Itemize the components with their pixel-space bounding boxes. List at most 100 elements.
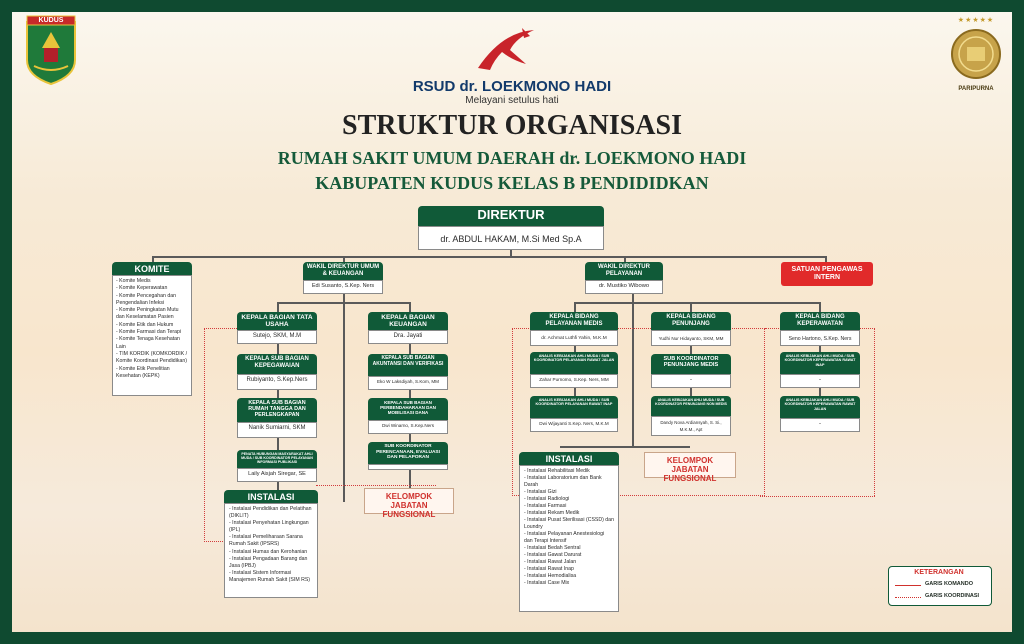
wadir-pelayanan-name: dr. Mustiko Wibowo: [585, 280, 663, 294]
humas-name: Laily Aisjah Siregar, SE: [237, 468, 317, 482]
kep-jalan-box[interactable]: ANALIS KEBIJAKAN AHLI MUDA / SUB KOORDIN…: [780, 396, 860, 432]
list-item: - Instalasi Bedah Sentral: [524, 545, 581, 551]
direktur-box[interactable]: DIREKTUR dr. ABDUL HAKAM, M.Si Med Sp.A: [418, 206, 604, 250]
spi-box[interactable]: SATUAN PENGAWAS INTERN: [781, 262, 873, 286]
list-item: - Instalasi Rekam Medik: [524, 510, 580, 516]
akuntansi-box[interactable]: KEPALA SUB BAGIAN AKUNTANSI DAN VERIFIKA…: [368, 354, 448, 390]
perbendaharaan-title: KEPALA SUB BAGIAN PERBENDAHARAAN DAN MOB…: [368, 398, 448, 420]
list-item: - Instalasi Sistem Informasi Manajemen R…: [229, 569, 311, 583]
penunjang-non-medis-box[interactable]: ANALIS KEBIJAKAN AHLI MUDA / SUB KOORDIN…: [651, 396, 731, 436]
list-item: - Komite Tenaga Kesehatan Lain: [116, 336, 180, 350]
wadir-umum-name: Edi Susanto, S.Kep. Ners: [303, 280, 383, 294]
list-item: - Instalasi Pelayanan Anestesiologi dan …: [524, 531, 605, 544]
bid-medis-name: dr. Achmat Luthfi Yahin, M.K.M: [530, 330, 618, 346]
tata-usaha-title: KEPALA BAGIAN TATA USAHA: [237, 312, 317, 330]
tata-usaha-name: Sutejo, SKM, M.M: [237, 330, 317, 344]
komite-title: KOMITE: [112, 262, 192, 275]
instalasi-pelayanan-title: INSTALASI: [519, 452, 619, 465]
analis-jalan-box[interactable]: ANALIS KEBIJAKAN AHLI MUDA / SUB KOORDIN…: [530, 352, 618, 388]
kep-inap-box[interactable]: ANALIS KEBIJAKAN AHLI MUDA / SUB KOORDIN…: [780, 352, 860, 388]
list-item: - Komite Pencegahan dan Pengendalian Inf…: [116, 292, 176, 306]
akuntansi-title: KEPALA SUB BAGIAN AKUNTANSI DAN VERIFIKA…: [368, 354, 448, 376]
wadir-pelayanan-box[interactable]: WAKIL DIREKTUR PELAYANAN dr. Mustiko Wib…: [585, 262, 663, 294]
wadir-umum-box[interactable]: WAKIL DIREKTUR UMUM & KEUANGAN Edi Susan…: [303, 262, 383, 294]
kudus-shield-icon: [26, 15, 76, 86]
command-line: [277, 302, 279, 312]
penunjang-non-medis-name: Dandy Nova Ardiansyah, S. Si., M.K.M., A…: [651, 416, 731, 436]
legend-title: KETERANGAN: [914, 569, 964, 576]
command-line: [152, 256, 826, 258]
analis-inap-name: Dwi Wijayanti S.Kep. Ners, M.K.M: [530, 418, 618, 432]
komite-list: - Komite Medis- Komite Keperawatan- Komi…: [112, 275, 192, 396]
kep-jalan-name: -: [780, 418, 860, 432]
list-item: - Instalasi Gizi: [524, 489, 557, 495]
penunjang-non-medis-title: ANALIS KEBIJAKAN AHLI MUDA / SUB KOORDIN…: [651, 396, 731, 416]
list-item: - Instalasi Rehabilitasi Medik: [524, 468, 590, 474]
list-item: - Komite Peningkatan Mutu dan Keselamata…: [116, 307, 179, 321]
humas-title: PENATA HUBUNGAN MASYARAKAT AHLI MUDA / S…: [237, 450, 317, 468]
bid-keperawatan-box[interactable]: KEPALA BIDANG KEPERAWATAN Seno Hartono, …: [780, 312, 860, 346]
analis-jalan-name: Zahar Purnomo, S.Kep. Ners, MM: [530, 374, 618, 388]
analis-inap-box[interactable]: ANALIS KEBIJAKAN AHLI MUDA / SUB KOORDIN…: [530, 396, 618, 432]
tata-usaha-box[interactable]: KEPALA BAGIAN TATA USAHA Sutejo, SKM, M.…: [237, 312, 317, 344]
command-line: [825, 256, 827, 264]
list-item: - Instalasi Penyehatan Lingkungan (IPL): [229, 520, 309, 534]
direktur-title: DIREKTUR: [418, 206, 604, 226]
command-line: [510, 250, 512, 258]
list-item: - Instalasi Hemodialisa: [524, 573, 577, 579]
legend-komando-line: [895, 585, 921, 586]
humas-box[interactable]: PENATA HUBUNGAN MASYARAKAT AHLI MUDA / S…: [237, 450, 317, 482]
list-item: - Instalasi Pengadaan Barang dan Jasa (I…: [229, 555, 308, 569]
legend-komando-label: GARIS KOMANDO: [925, 581, 973, 587]
command-line: [690, 302, 692, 312]
list-item: - Instalasi Pusat Sterilisasi (CSSD) dan…: [524, 517, 614, 530]
analis-inap-title: ANALIS KEBIJAKAN AHLI MUDA / SUB KOORDIN…: [530, 396, 618, 418]
wadir-pelayanan-title: WAKIL DIREKTUR PELAYANAN: [585, 262, 663, 280]
page-subtitle-1: RUMAH SAKIT UMUM DAERAH dr. LOEKMONO HAD…: [277, 148, 747, 168]
perbendaharaan-box[interactable]: KEPALA SUB BAGIAN PERBENDAHARAAN DAN MOB…: [368, 398, 448, 434]
fungsional-umum-box[interactable]: KELOMPOK JABATAN FUNGSIONAL: [364, 488, 454, 519]
page-subtitle-2: KABUPATEN KUDUS KELAS B PENDIDIDKAN: [315, 173, 709, 193]
akuntansi-name: Eko W Laksdiyah, S.Kom, MM: [368, 376, 448, 390]
penunjang-medis-box[interactable]: SUB KOORDINATOR PENUNJANG MEDIS -: [651, 354, 731, 388]
fungsional-pelayanan-box[interactable]: KELOMPOK JABATAN FUNGSIONAL: [644, 452, 736, 483]
page-title: STRUKTUR ORGANISASI: [342, 110, 682, 141]
hospital-tagline: Melayani setulus hati: [465, 95, 559, 106]
komite-box[interactable]: KOMITE - Komite Medis- Komite Keperawata…: [112, 262, 192, 396]
list-item: - Instalasi Pemeliharaan Sarana Rumah Sa…: [229, 534, 303, 548]
instalasi-umum-title: INSTALASI: [224, 490, 318, 503]
command-line: [624, 256, 626, 264]
kepegawaian-box[interactable]: KEPALA SUB BAGIAN KEPEGAWAIAN Rubiyanto,…: [237, 354, 317, 390]
perencanaan-box[interactable]: SUB KOORDINATOR PERENCANAAN, EVALUASI DA…: [368, 442, 448, 470]
bid-keperawatan-title: KEPALA BIDANG KEPERAWATAN: [780, 312, 860, 330]
bid-penunjang-title: KEPALA BIDANG PENUNJANG: [651, 312, 731, 330]
rumah-tangga-box[interactable]: KEPALA SUB BAGIAN RUMAH TANGGA DAN PERLE…: [237, 398, 317, 438]
instalasi-pelayanan-box[interactable]: INSTALASI - Instalasi Rehabilitasi Medik…: [519, 452, 619, 612]
analis-jalan-title: ANALIS KEBIJAKAN AHLI MUDA / SUB KOORDIN…: [530, 352, 618, 374]
kudus-logo-text: KUDUS: [38, 17, 64, 24]
list-item: - Instalasi Case Mix: [524, 580, 570, 586]
list-item: - Instalasi Rawat Jalan: [524, 559, 577, 565]
coordination-line: [512, 328, 765, 496]
keuangan-name: Dra. Jayati: [368, 330, 448, 344]
instalasi-umum-box[interactable]: INSTALASI - Instalasi Pendidikan dan Pel…: [224, 490, 318, 598]
bid-medis-box[interactable]: KEPALA BIDANG PELAYANAN MEDIS dr. Achmat…: [530, 312, 618, 346]
list-item: - Instalasi Humas dan Kerohanian: [229, 548, 308, 555]
legend-koordinasi-line: [895, 597, 921, 598]
list-item: - Komite Keperawatan: [116, 285, 168, 292]
accreditation-medal-icon: [951, 29, 1001, 79]
bid-penunjang-box[interactable]: KEPALA BIDANG PENUNJANG Yudhi Nur Hidaya…: [651, 312, 731, 346]
bid-medis-title: KEPALA BIDANG PELAYANAN MEDIS: [530, 312, 618, 330]
direktur-name: dr. ABDUL HAKAM, M.Si Med Sp.A: [418, 226, 604, 250]
paripurna-text: PARIPURNA: [958, 86, 994, 92]
kepegawaian-name: Rubiyanto, S.Kep.Ners: [237, 374, 317, 390]
legend-box: KETERANGAN GARIS KOMANDO GARIS KOORDINAS…: [888, 566, 992, 606]
kep-jalan-title: ANALIS KEBIJAKAN AHLI MUDA / SUB KOORDIN…: [780, 396, 860, 418]
accreditation-stars-icon: ★★★★★: [957, 17, 995, 24]
penunjang-medis-title: SUB KOORDINATOR PENUNJANG MEDIS: [651, 354, 731, 374]
coordination-line: [874, 328, 875, 496]
kudus-logo: KUDUS: [24, 14, 78, 86]
command-line: [409, 302, 411, 312]
keuangan-box[interactable]: KEPALA BAGIAN KEUANGAN Dra. Jayati: [368, 312, 448, 344]
